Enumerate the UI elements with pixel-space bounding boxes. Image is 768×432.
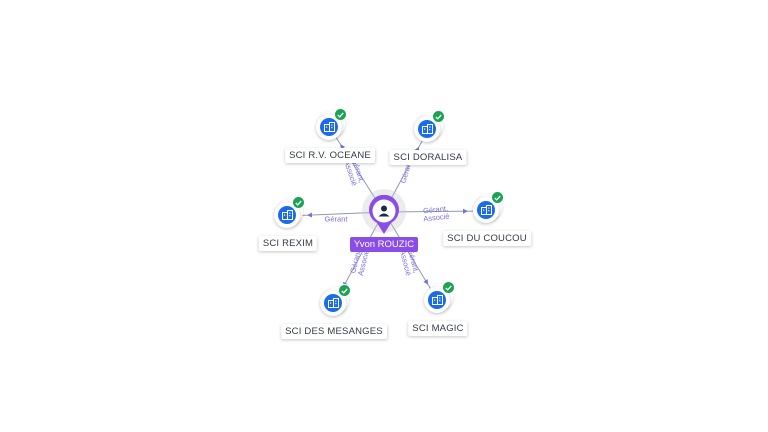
company-node-label[interactable]: SCI R.V. OCEANE	[285, 148, 375, 163]
company-node-icon[interactable]	[473, 191, 504, 225]
building-icon	[278, 206, 296, 224]
edge-label-rexim: Gérant	[325, 215, 349, 224]
building-icon	[418, 120, 436, 138]
check-icon	[442, 281, 455, 294]
company-node-icon[interactable]	[274, 196, 305, 230]
building-icon	[477, 201, 495, 219]
check-icon	[338, 284, 351, 297]
edge-line-rexim	[287, 211, 385, 217]
check-icon	[491, 191, 504, 204]
edge-line-du-coucou	[383, 210, 488, 213]
edge-arrow-rexim	[306, 212, 313, 218]
company-node-icon[interactable]	[320, 284, 351, 318]
company-node-label[interactable]: SCI DES MESANGES	[281, 324, 387, 339]
company-node-icon[interactable]	[424, 281, 455, 315]
company-node-label[interactable]: SCI DU COUCOU	[443, 231, 531, 246]
check-icon	[292, 196, 305, 209]
edge-label-du-coucou: Gérant,Associé	[422, 204, 450, 224]
building-icon	[324, 294, 342, 312]
building-icon	[320, 118, 338, 136]
edge-line-magic	[383, 211, 439, 302]
building-icon	[428, 291, 446, 309]
center-person-node[interactable]	[362, 189, 406, 235]
check-icon	[334, 108, 347, 121]
company-node-label[interactable]: SCI DORALISA	[389, 150, 467, 165]
center-person-label[interactable]: Yvon ROUZIC	[350, 237, 418, 252]
company-node-label[interactable]: SCI MAGIC	[408, 321, 468, 336]
edge-arrow-magic	[423, 279, 429, 285]
company-node-label[interactable]: SCI REXIM	[258, 236, 318, 251]
company-node-icon[interactable]	[414, 110, 445, 144]
company-node-icon[interactable]	[316, 108, 347, 142]
person-icon	[369, 195, 399, 234]
check-icon	[432, 110, 445, 123]
edge-arrow-du-coucou	[462, 208, 469, 214]
